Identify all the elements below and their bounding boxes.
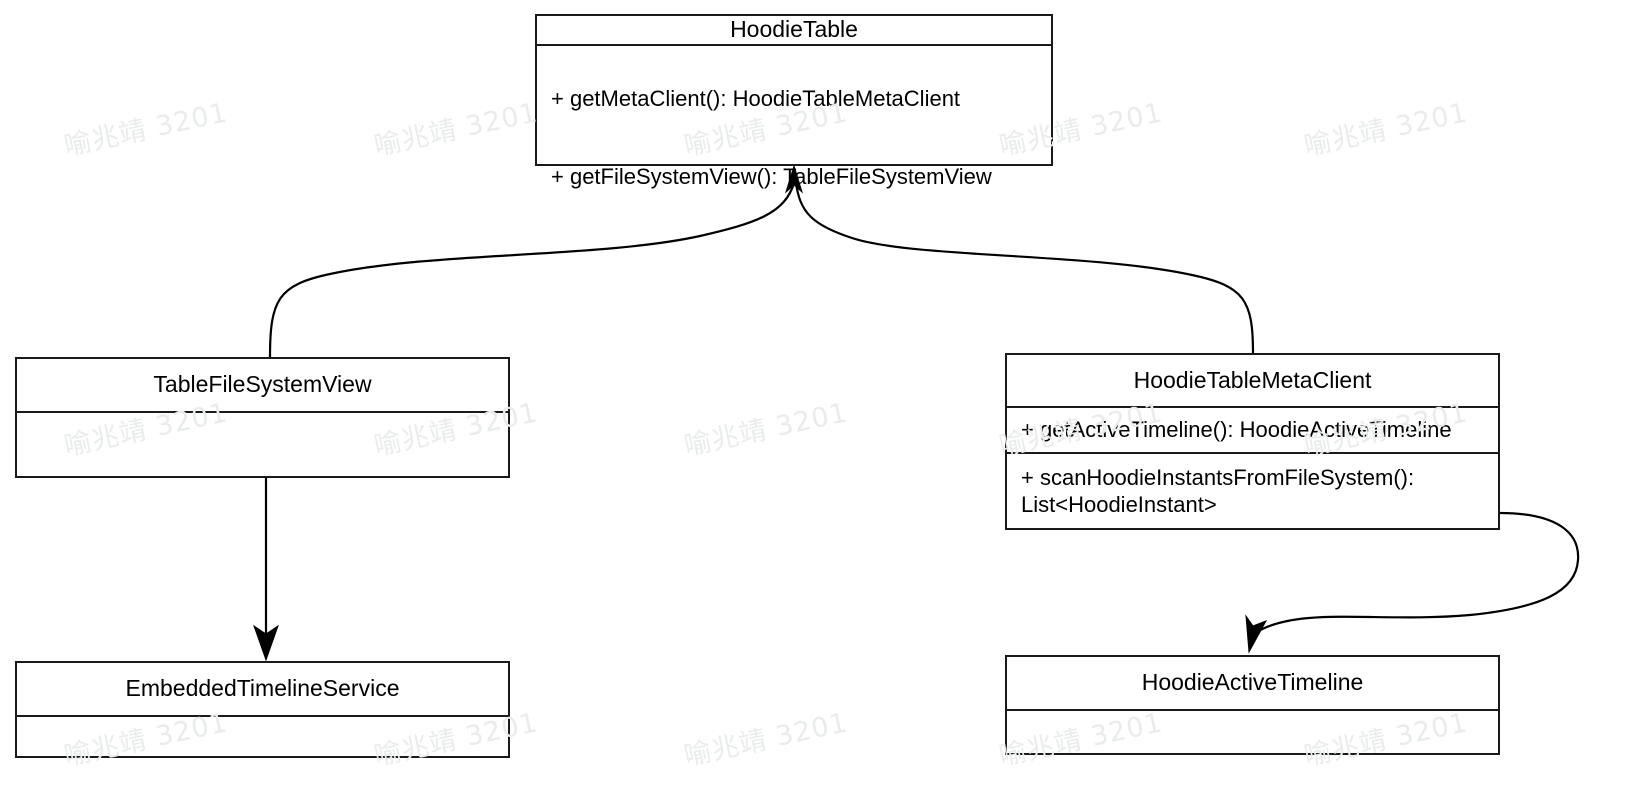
edge-tablefilesystemview-to-embedded (253, 478, 279, 662)
class-name-hoodie-table: HoodieTable (730, 16, 858, 42)
class-box-hoodie-active-timeline[interactable]: HoodieActiveTimeline (1005, 655, 1500, 755)
edge-metaclient-to-activetimeline (1245, 511, 1580, 654)
arrowhead-icon (1245, 614, 1268, 654)
method-compartment-hoodie-table: + getMetaClient(): HoodieTableMetaClient… (537, 43, 1051, 227)
class-name-hoodie-table-meta-client: HoodieTableMetaClient (1133, 366, 1372, 393)
edge-metaclient-to-hoodietable (794, 182, 1255, 354)
method-scan-hoodie-instants-from-file-system: + scanHoodieInstantsFromFileSystem(): Li… (1007, 452, 1498, 528)
arrowhead-icon (253, 624, 279, 662)
method-get-file-system-view: + getFileSystemView(): TableFileSystemVi… (551, 164, 992, 190)
class-box-embedded-timeline-service[interactable]: EmbeddedTimelineService (15, 661, 510, 758)
method-get-meta-client: + getMetaClient(): HoodieTableMetaClient (551, 86, 961, 112)
class-name-embedded-timeline-service: EmbeddedTimelineService (125, 675, 400, 702)
class-name-table-file-system-view: TableFileSystemView (153, 371, 372, 398)
class-box-table-file-system-view[interactable]: TableFileSystemView (15, 357, 510, 478)
arrowhead-icon (785, 164, 803, 194)
method-compartment-embedded-timeline-service (17, 715, 508, 756)
method-get-active-timeline: + getActiveTimeline(): HoodieActiveTimel… (1007, 405, 1498, 453)
method-compartment-hoodie-active-timeline (1007, 709, 1498, 753)
method-compartment-table-file-system-view (17, 411, 508, 476)
class-box-hoodie-table-meta-client[interactable]: HoodieTableMetaClient + getActiveTimelin… (1005, 353, 1500, 530)
class-box-hoodie-table[interactable]: HoodieTable + getMetaClient(): HoodieTab… (535, 14, 1053, 189)
class-name-hoodie-active-timeline: HoodieActiveTimeline (1141, 669, 1364, 696)
edge-tablefilesystemview-to-hoodietable (268, 164, 803, 358)
